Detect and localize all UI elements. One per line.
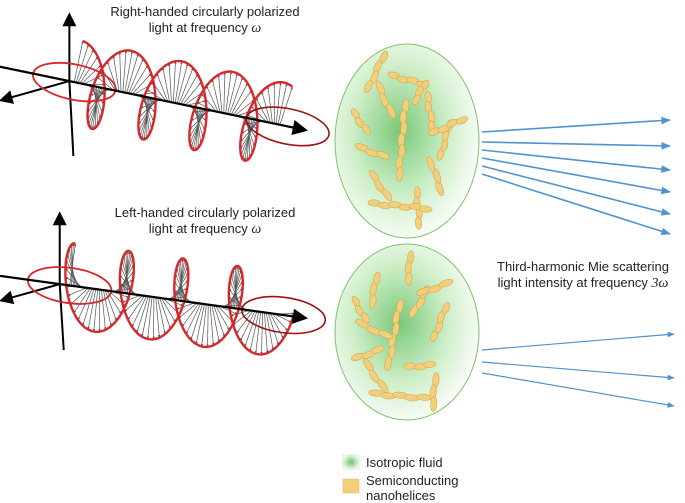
field-vector <box>262 312 263 354</box>
field-vector <box>130 65 147 93</box>
field-vector <box>268 313 278 345</box>
field-vector <box>226 72 232 114</box>
field-vector <box>214 305 225 336</box>
scatter-arrow <box>482 150 670 170</box>
field-vector <box>173 61 175 102</box>
field-vector <box>240 311 255 341</box>
propagation-axis <box>0 274 305 318</box>
field-vector <box>264 312 267 353</box>
scatter-arrow <box>482 120 670 132</box>
field-vector <box>228 73 238 114</box>
field-vector <box>224 72 225 113</box>
scatter-arrow <box>482 166 670 214</box>
scatter-label-line2: light intensity at frequency 3ω <box>478 275 685 292</box>
field-vector <box>250 312 259 352</box>
rcp-title-prefix: light at frequency <box>149 20 248 35</box>
field-vector <box>268 86 272 123</box>
omega-symbol: ω <box>251 222 261 237</box>
field-vector <box>177 303 196 309</box>
scatter-arrow <box>482 334 674 350</box>
legend-fluid-swatch <box>343 455 359 469</box>
rcp-title-line1: Right-handed circularly polarized <box>60 4 350 20</box>
scatter-arrows-bottom <box>482 334 674 406</box>
legend-nanohelix-swatch <box>343 479 359 493</box>
vertical-axis-lower <box>60 284 64 350</box>
field-vector <box>276 82 280 124</box>
field-vector <box>68 288 87 296</box>
rcp-title: Right-handed circularly polarized light … <box>60 4 350 37</box>
scatter-label-line1: Third-harmonic Mie scattering <box>478 259 685 275</box>
field-vector <box>148 297 152 339</box>
legend-nanohelix-line2: nanohelices <box>366 488 459 503</box>
field-vector <box>186 304 201 334</box>
field-vector <box>177 64 188 104</box>
field-vector <box>67 253 77 286</box>
field-vector <box>175 61 182 103</box>
field-vector <box>202 304 207 346</box>
scatter-arrow <box>482 142 670 146</box>
legend-nanohelix-line1: Semiconducting <box>366 473 459 488</box>
field-vector <box>231 310 250 315</box>
field-vector <box>132 74 151 95</box>
scatter-label-prefix: light intensity at frequency <box>498 275 648 290</box>
lcp-title-line2: light at frequency ω <box>60 221 350 238</box>
scatter-arrow <box>482 373 674 406</box>
field-vector <box>208 305 209 347</box>
scatter-label: Third-harmonic Mie scattering light inte… <box>478 259 685 292</box>
depth-axis <box>1 81 69 100</box>
lcp-title: Left-handed circularly polarized light a… <box>60 205 350 238</box>
scatter-arrow <box>482 362 674 378</box>
three-omega-symbol: 3ω <box>652 276 669 291</box>
field-vector <box>120 52 121 92</box>
scatter-arrow <box>482 158 670 192</box>
scatter-arrow <box>482 174 670 234</box>
scatter-arrows-top <box>482 120 670 234</box>
vertical-axis-lower <box>69 81 73 156</box>
legend-nanohelix-label: Semiconducting nanohelices <box>366 473 459 503</box>
lcp-title-line1: Left-handed circularly polarized <box>60 205 350 221</box>
lcp-title-prefix: light at frequency <box>149 221 248 236</box>
legend-fluid-label: Isotropic fluid <box>366 455 443 470</box>
field-vector <box>132 296 146 327</box>
fluid-domain-top <box>335 44 479 238</box>
rcp-title-line2: light at frequency ω <box>60 20 350 37</box>
fluid-domain-bottom <box>335 244 479 420</box>
field-vector <box>169 63 171 102</box>
omega-symbol: ω <box>251 21 261 36</box>
field-vector <box>256 312 261 354</box>
